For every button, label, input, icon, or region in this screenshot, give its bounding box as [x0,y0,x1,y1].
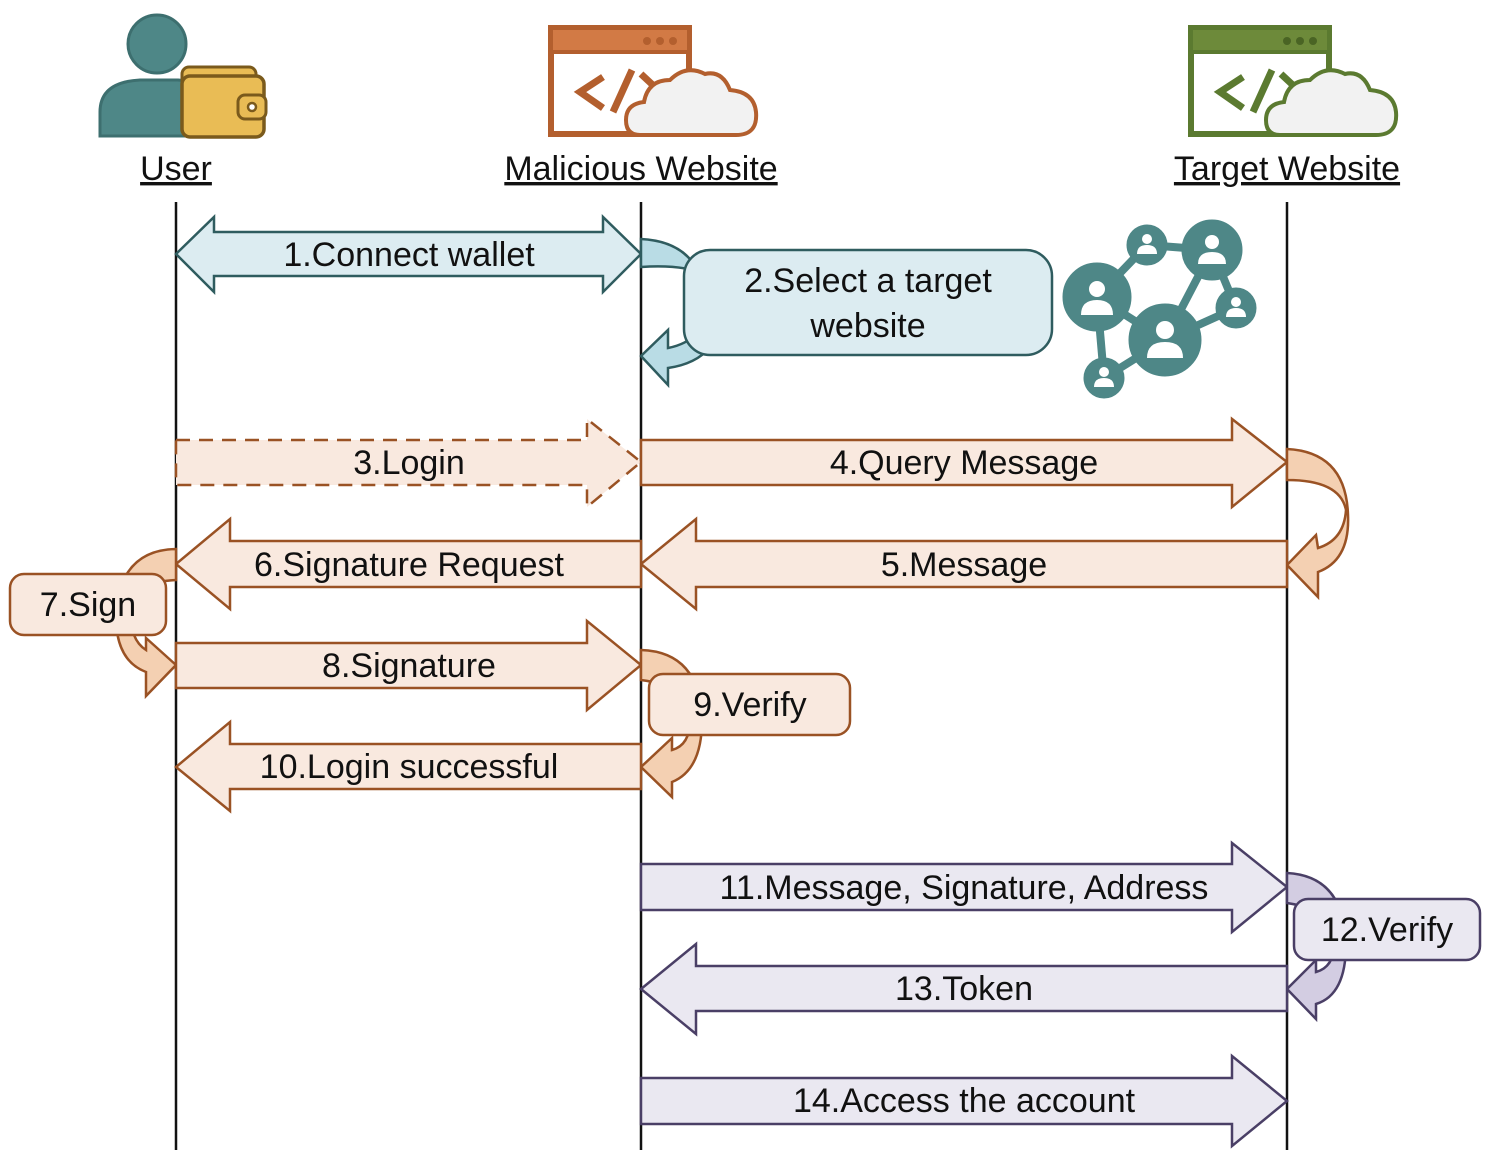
actor-label-user: User [140,150,212,188]
message-label-step-10: 10.Login successful [260,748,559,786]
note-label-step-9: 9.Verify [693,686,806,724]
actor-label-malicious-website: Malicious Website [504,150,777,188]
note-step-9 [647,672,852,737]
arrow-step-5 [639,516,1289,612]
social-network-icon [1062,219,1257,399]
arrow-step-14 [639,1053,1289,1149]
message-label-step-13: 13.Token [895,970,1033,1008]
arrow-step-6 [174,516,643,612]
note-label-step-2-line2: website [809,307,925,345]
message-label-step-6: 6.Signature Request [254,546,565,584]
note-label-step-7: 7.Sign [40,586,136,624]
note-label-step-12: 12.Verify [1321,911,1453,949]
arrow-step-3 [174,416,643,510]
arrow-step-4 [639,416,1290,510]
note-step-2 [682,248,1054,357]
arrow-step-10 [174,719,643,814]
malicious-website-icon [548,25,759,137]
actor-label-target-website: Target Website [1174,150,1400,188]
message-label-step-5: 5.Message [881,546,1047,584]
message-label-step-4: 4.Query Message [830,444,1098,482]
note-step-12 [1292,897,1482,962]
note-step-7 [8,572,168,637]
message-label-step-11: 11.Message, Signature, Address [720,869,1209,907]
message-label-step-3: 3.Login [353,444,465,482]
user-with-wallet-icon [98,13,268,139]
network-person-glyphs [1081,234,1246,387]
note-label-step-2-line1: 2.Select a target [744,262,992,300]
arrow-step-11 [639,840,1289,935]
message-label-step-14: 14.Access the account [793,1082,1136,1120]
arrow-step-13 [639,941,1289,1037]
message-label-step-1: 1.Connect wallet [283,236,535,274]
arrow-step-8 [174,618,643,713]
target-website-icon [1188,25,1399,137]
message-label-step-8: 8.Signature [322,647,496,685]
self-arrow-query [1285,447,1350,601]
